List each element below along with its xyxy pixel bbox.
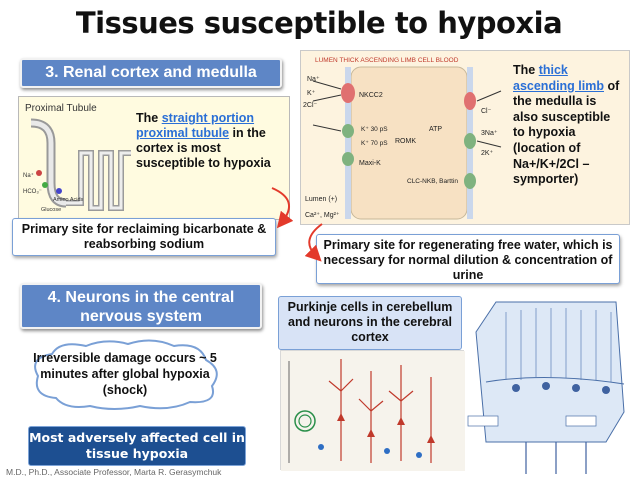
k-label: K⁺	[307, 90, 316, 97]
na-label: Na⁺	[307, 76, 320, 83]
proximal-tubule-panel: Proximal Tubule Na⁺ HCO₃⁻ Amino Acids Gl…	[18, 96, 290, 220]
cortex-neurons-illustration	[280, 350, 465, 471]
proximal-tubule-text: The straight portion proximal tubule in …	[136, 111, 271, 170]
thick-limb-header: LUMEN THICK ASCENDING LIMB CELL BLOOD	[315, 57, 459, 64]
3na-label: 3Na⁺	[481, 130, 498, 137]
damage-cloud: Irreversible damage occurs ~ 5 minutes a…	[28, 338, 222, 412]
amino-acids-label: Amino Acids	[53, 197, 84, 203]
thick-limb-panel: LUMEN THICK ASCENDING LIMB CELL BLOOD Na…	[300, 50, 630, 225]
2k-label: 2K⁺	[481, 150, 494, 157]
glucose-label: Glucose	[41, 207, 61, 213]
k70-label: K⁺ 70 pS	[361, 140, 388, 147]
na-label: Na⁺	[23, 172, 34, 179]
cloud-shape	[34, 339, 218, 410]
damage-text: Irreversible damage occurs ~ 5 minutes a…	[33, 351, 217, 397]
ca-mg-label: Ca²⁺, Mg²⁺	[305, 212, 340, 219]
clc-nkb-label: CLC-NKB, Barttin	[407, 178, 458, 185]
credit-line: M.D., Ph.D., Associate Professor, Marta …	[6, 467, 222, 477]
hco3-label: HCO₃⁻	[23, 189, 42, 195]
straight-portion-highlight: straight portion proximal tubule	[136, 111, 255, 140]
thick-limb-highlight: thick ascending limb	[513, 63, 604, 93]
lumen-charge-label: Lumen (+)	[305, 196, 337, 203]
section-4-banner: 4. Neurons in the central nervous system	[20, 283, 262, 329]
thick-limb-text: The thick ascending limb of the medulla …	[513, 63, 620, 187]
k30-label: K⁺ 30 pS	[361, 126, 388, 133]
reclaim-callout: Primary site for reclaiming bicarbonate …	[12, 218, 276, 256]
thick-limb-cell-illustration: LUMEN THICK ASCENDING LIMB CELL BLOOD Na…	[303, 57, 502, 220]
2cl-label: 2Cl⁻	[303, 102, 318, 109]
cl-label: Cl⁻	[481, 108, 492, 115]
proximal-tubule-illustration: Na⁺ HCO₃⁻ Amino Acids Glucose	[23, 118, 131, 213]
maxi-k-label: Maxi-K	[359, 160, 381, 167]
regen-callout: Primary site for regenerating free water…	[316, 234, 620, 284]
atp-label: ATP	[429, 126, 442, 133]
slide-title: Tissues susceptible to hypoxia	[75, 6, 563, 40]
purkinje-callout: Purkinje cells in cerebellum and neurons…	[278, 296, 462, 350]
section-3-banner: 3. Renal cortex and medulla	[20, 58, 282, 88]
nkcc2-label: NKCC2	[359, 92, 383, 99]
most-affected-banner: Most adversely affected cell in tissue h…	[28, 426, 246, 466]
proximal-tubule-caption: Proximal Tubule	[25, 103, 97, 114]
cerebellum-illustration	[466, 292, 636, 478]
romk-label: ROMK	[395, 138, 416, 145]
